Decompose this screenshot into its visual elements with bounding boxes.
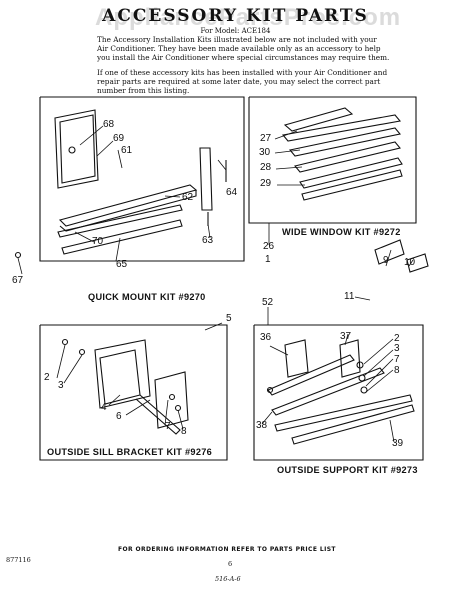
part-number: 7 bbox=[165, 421, 171, 432]
wide-window-frame bbox=[248, 96, 417, 224]
quick-mount-frame bbox=[39, 96, 245, 262]
intro-line: you install the Air Conditioner where sp… bbox=[97, 53, 390, 62]
outside-support-frame bbox=[253, 324, 424, 461]
part-number: 62 bbox=[182, 192, 194, 203]
quick-mount-kit-label: QUICK MOUNT KIT #9270 bbox=[88, 292, 206, 302]
part-number: 65 bbox=[116, 259, 128, 270]
page-title: ACCESSORY KIT PARTS bbox=[102, 6, 369, 26]
part-number: 39 bbox=[392, 438, 404, 449]
part-number: 3 bbox=[58, 380, 64, 391]
intro-paragraph-1: The Accessory Installation Kits illustra… bbox=[97, 35, 397, 62]
watermark: AppliancePartsPros.com bbox=[95, 4, 402, 31]
outside-sill-frame bbox=[39, 324, 228, 461]
intro-line: The Accessory Installation Kits illustra… bbox=[97, 35, 377, 44]
part-number: 28 bbox=[260, 162, 272, 173]
intro-line: If one of these accessory kits has been … bbox=[97, 68, 388, 77]
intro-paragraph-2: If one of these accessory kits has been … bbox=[97, 68, 397, 95]
intro-line: Air Conditioner. They have been made ava… bbox=[97, 44, 381, 53]
document-code: 877116 bbox=[6, 556, 31, 564]
part-number: 2 bbox=[44, 372, 50, 383]
part-number: 1 bbox=[265, 254, 271, 265]
part-number: 67 bbox=[12, 275, 24, 286]
part-number: 6 bbox=[116, 411, 122, 422]
part-number: 9 bbox=[383, 255, 389, 266]
part-number: 29 bbox=[260, 178, 272, 189]
part-number: 26 bbox=[263, 241, 275, 252]
wide-window-parts bbox=[281, 107, 429, 273]
ordering-note: FOR ORDERING INFORMATION REFER TO PARTS … bbox=[118, 546, 336, 553]
leader-lines bbox=[17, 125, 414, 443]
part-number: 3 bbox=[394, 343, 400, 354]
part-number: 8 bbox=[181, 426, 187, 437]
part-number: 30 bbox=[259, 147, 271, 158]
part-number: 5 bbox=[226, 313, 232, 324]
outside-sill-parts bbox=[61, 338, 189, 435]
page-number: 6 bbox=[228, 560, 233, 568]
outside-support-kit-label: OUTSIDE SUPPORT KIT #9273 bbox=[277, 465, 418, 475]
outside-sill-kit-label: OUTSIDE SILL BRACKET KIT #9276 bbox=[47, 447, 213, 457]
part-number: 8 bbox=[394, 365, 400, 376]
part-number: 36 bbox=[260, 332, 272, 343]
model-line: For Model: ACE184 bbox=[200, 27, 271, 35]
part-number: 63 bbox=[202, 235, 214, 246]
intro-line: repair parts are required at some later … bbox=[97, 77, 381, 86]
quick-mount-parts bbox=[14, 109, 227, 259]
outside-support-parts bbox=[266, 339, 415, 445]
part-number: 69 bbox=[113, 133, 125, 144]
part-number: 2 bbox=[394, 333, 400, 344]
part-number: 37 bbox=[340, 331, 352, 342]
wide-window-kit-label: WIDE WINDOW KIT #9272 bbox=[282, 227, 401, 237]
part-number: 4 bbox=[101, 402, 107, 413]
part-number: 70 bbox=[92, 236, 104, 247]
part-number: 64 bbox=[226, 187, 238, 198]
part-number: 52 bbox=[262, 297, 274, 308]
intro-line: number from this listing. bbox=[97, 86, 190, 95]
part-number: 68 bbox=[103, 119, 115, 130]
part-number: 61 bbox=[121, 145, 133, 156]
part-number: 27 bbox=[260, 133, 272, 144]
handwritten-note: 516-A-6 bbox=[215, 575, 241, 583]
part-number: 38 bbox=[256, 420, 268, 431]
part-number: 11 bbox=[344, 291, 355, 302]
part-number: 7 bbox=[394, 354, 400, 365]
part-number: 10 bbox=[404, 257, 416, 268]
